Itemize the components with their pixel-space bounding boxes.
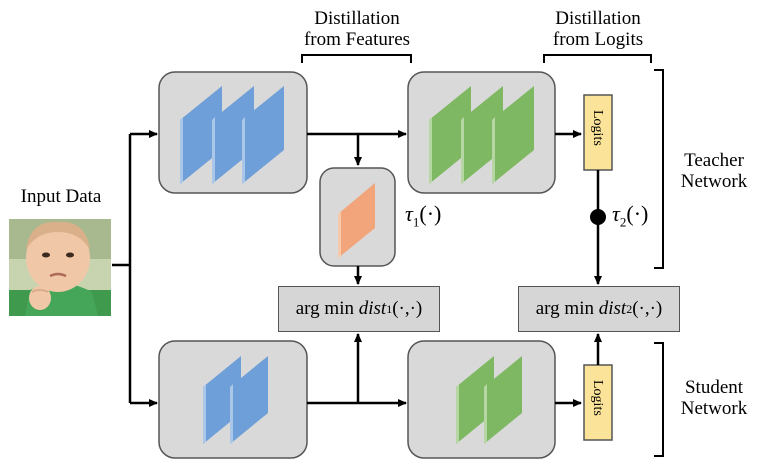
argmin2-prefix: arg min [535, 298, 599, 319]
features-bracket [301, 54, 412, 63]
tau1-sub: 1 [412, 214, 420, 230]
tau1-arg: (·) [419, 201, 442, 226]
distill-logits-line1: Distillation [555, 8, 641, 29]
tau1-symbol: τ [405, 201, 413, 226]
student-line2: Network [680, 398, 748, 419]
distill-features-label: Distillation from Features [282, 8, 432, 50]
tau2-node [590, 209, 606, 225]
teacher-feature-maps [180, 86, 284, 184]
argmin1-sub: 1 [386, 301, 393, 316]
argmin1-fn: dist [358, 298, 387, 319]
student-logits-label: Logits [590, 380, 605, 416]
teacher-logit-maps [429, 86, 534, 184]
teacher-bracket [654, 69, 664, 269]
argmin2-fn: dist [598, 298, 627, 319]
input-data-label: Input Data [20, 186, 102, 207]
teacher-network-label: Teacher Network [672, 150, 756, 192]
student-network-label: Student Network [672, 377, 756, 419]
tau2-symbol: τ [612, 201, 620, 226]
teacher-line1: Teacher [684, 150, 744, 171]
tau2-sub: 2 [619, 214, 627, 230]
distill-features-line2: from Features [303, 29, 411, 50]
distill-features-line1: Distillation [314, 8, 400, 29]
distill-logits-line2: from Logits [552, 29, 644, 50]
student-feature-maps [203, 356, 268, 444]
student-bracket [654, 342, 664, 457]
argmin2-sub: 2 [626, 301, 633, 316]
student-line1: Student [684, 377, 744, 398]
tau1-label: τ1(·) [405, 201, 441, 230]
argmin2-arg: (·,·) [632, 298, 663, 319]
teacher-logits-box [583, 94, 613, 171]
teacher-logits-label: Logits [590, 110, 605, 146]
input-image [9, 219, 111, 316]
logits-bracket [543, 54, 652, 63]
student-logit-maps [456, 356, 522, 444]
argmin1-arg: (·,·) [392, 298, 423, 319]
distill-logits-label: Distillation from Logits [523, 8, 673, 50]
argmin1-prefix: arg min [295, 298, 359, 319]
teacher-line2: Network [680, 171, 748, 192]
tau2-arg: (·) [626, 201, 649, 226]
projection-map [338, 183, 375, 258]
student-logits-box [583, 364, 613, 441]
tau2-label: τ2(·) [612, 201, 648, 230]
